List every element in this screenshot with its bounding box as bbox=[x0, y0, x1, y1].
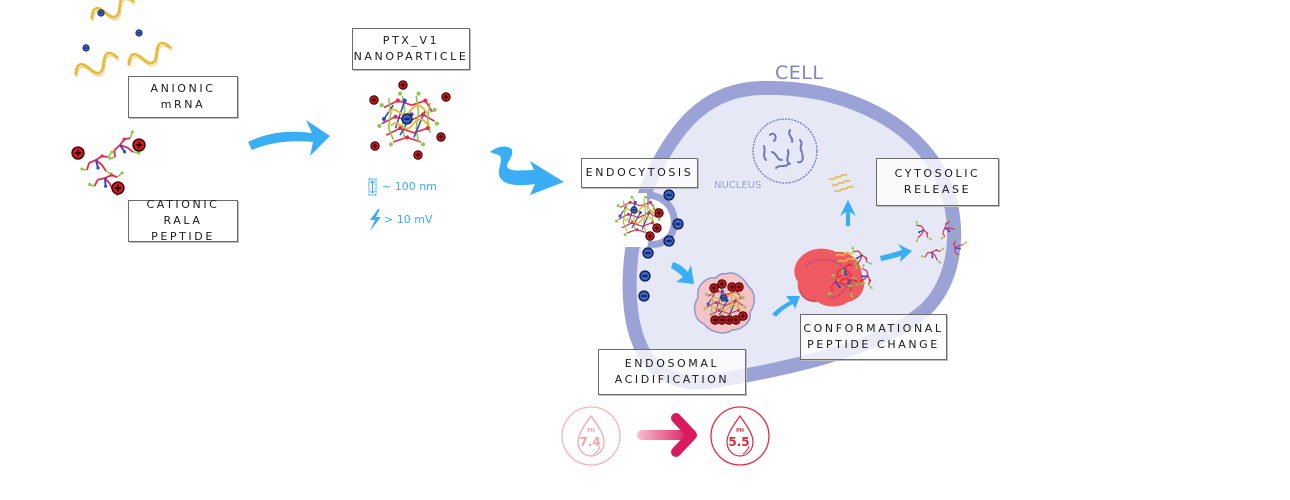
endosome-illustration bbox=[693, 272, 755, 334]
mrna-strand-icon bbox=[831, 179, 851, 187]
label-cationic-peptide: CATIONIC RALA PEPTIDE bbox=[128, 198, 238, 243]
label-anionic-mrna: ANIONIC mRNA bbox=[128, 76, 238, 118]
label-line: CONFORMATIONAL bbox=[803, 322, 944, 335]
process-arrow-2 bbox=[490, 146, 564, 195]
mrna-strands-illustration bbox=[71, 0, 176, 86]
positive-charge-icon bbox=[111, 181, 125, 195]
negative-charge-icon bbox=[663, 189, 675, 201]
mrna-strand-icon bbox=[834, 185, 854, 193]
positive-charge-icon bbox=[398, 80, 408, 90]
label-line: ENDOSOMAL bbox=[624, 357, 720, 370]
label-endosomal-acidification: ENDOSOMAL ACIDIFICATION bbox=[598, 349, 746, 395]
positive-charge-icon bbox=[654, 208, 664, 218]
label-line: PTX_V1 bbox=[382, 34, 440, 47]
label-line: CATIONIC bbox=[146, 198, 220, 211]
ruptured-endosome-illustration bbox=[794, 241, 878, 307]
ph-final-label: PH bbox=[736, 428, 744, 434]
spec-charge: > 10 mV bbox=[384, 213, 433, 226]
negative-charge-icon bbox=[135, 29, 143, 37]
label-line: RELEASE bbox=[903, 183, 972, 196]
positive-charge-icon bbox=[441, 92, 451, 102]
cell-title: CELL bbox=[775, 62, 824, 84]
label-line: ACIDIFICATION bbox=[614, 373, 730, 386]
label-line: CYTOSOLIC bbox=[894, 167, 981, 180]
ph-initial-value: 7.4 bbox=[579, 435, 600, 449]
label-nanoparticle: PTX_V1 NANOPARTICLE bbox=[352, 28, 470, 70]
mrna-strand-icon bbox=[124, 39, 176, 76]
negative-charge-icon bbox=[720, 294, 728, 302]
negative-charge-icon bbox=[672, 218, 684, 230]
label-line: ANIONIC bbox=[150, 82, 216, 95]
negative-charge-icon bbox=[401, 113, 413, 125]
nucleus-illustration bbox=[752, 118, 818, 184]
label-line: NANOPARTICLE bbox=[353, 50, 469, 63]
positive-charge-icon bbox=[71, 146, 85, 160]
lightning-icon bbox=[370, 209, 381, 231]
negative-charge-icon bbox=[97, 9, 105, 17]
process-arrow-4 bbox=[772, 296, 800, 317]
negative-charge-icon bbox=[82, 44, 90, 52]
label-line: mRNA bbox=[160, 98, 206, 111]
positive-charge-icon bbox=[413, 150, 423, 160]
rala-peptides-illustration bbox=[71, 128, 146, 198]
positive-charge-icon bbox=[734, 282, 744, 292]
positive-charge-icon bbox=[709, 283, 719, 293]
label-cytosolic-release: CYTOSOLIC RELEASE bbox=[876, 158, 999, 206]
process-arrow-3 bbox=[671, 262, 694, 284]
positive-charge-icon bbox=[132, 138, 146, 152]
ph-arrow bbox=[637, 413, 697, 457]
negative-charge-icon bbox=[663, 235, 675, 247]
peptide-icon bbox=[79, 149, 115, 177]
ph-final-value: 5.5 bbox=[728, 435, 749, 449]
positive-charge-icon bbox=[436, 132, 446, 142]
spec-size: ~ 100 nm bbox=[382, 180, 437, 193]
mrna-strand-icon bbox=[87, 0, 139, 30]
label-line: PEPTIDE CHANGE bbox=[807, 338, 940, 351]
positive-charge-icon bbox=[645, 231, 655, 241]
label-conformational-change: CONFORMATIONAL PEPTIDE CHANGE bbox=[800, 314, 947, 360]
nucleus-label: NUCLEUS bbox=[714, 180, 762, 191]
positive-charge-icon bbox=[652, 223, 662, 233]
label-endocytosis: ENDOCYTOSIS bbox=[581, 158, 698, 188]
negative-charge-icon bbox=[639, 270, 651, 282]
process-arrow-5 bbox=[840, 200, 856, 226]
mrna-strand-icon bbox=[828, 173, 848, 181]
ph-initial-indicator: PH 7.4 bbox=[561, 406, 621, 466]
negative-charge-icon bbox=[638, 290, 650, 302]
label-line: ENDOCYTOSIS bbox=[585, 166, 694, 179]
ph-initial-label: PH bbox=[587, 428, 595, 434]
negative-charge-icon bbox=[630, 206, 638, 214]
process-arrow-6 bbox=[880, 244, 912, 262]
ph-final-indicator: PH 5.5 bbox=[710, 406, 770, 466]
nanoparticle-illustration bbox=[369, 80, 451, 160]
process-arrow-1 bbox=[248, 120, 330, 156]
label-line: RALA PEPTIDE bbox=[151, 214, 215, 243]
positive-charge-icon bbox=[738, 311, 748, 321]
positive-charge-icon bbox=[369, 95, 379, 105]
negative-charge-icon bbox=[642, 247, 654, 259]
released-mrna-illustration bbox=[828, 173, 854, 193]
mrna-strand-icon bbox=[71, 49, 123, 86]
positive-charge-icon bbox=[370, 141, 380, 151]
size-arrow-icon bbox=[368, 178, 377, 196]
positive-charge-icon bbox=[717, 279, 727, 289]
